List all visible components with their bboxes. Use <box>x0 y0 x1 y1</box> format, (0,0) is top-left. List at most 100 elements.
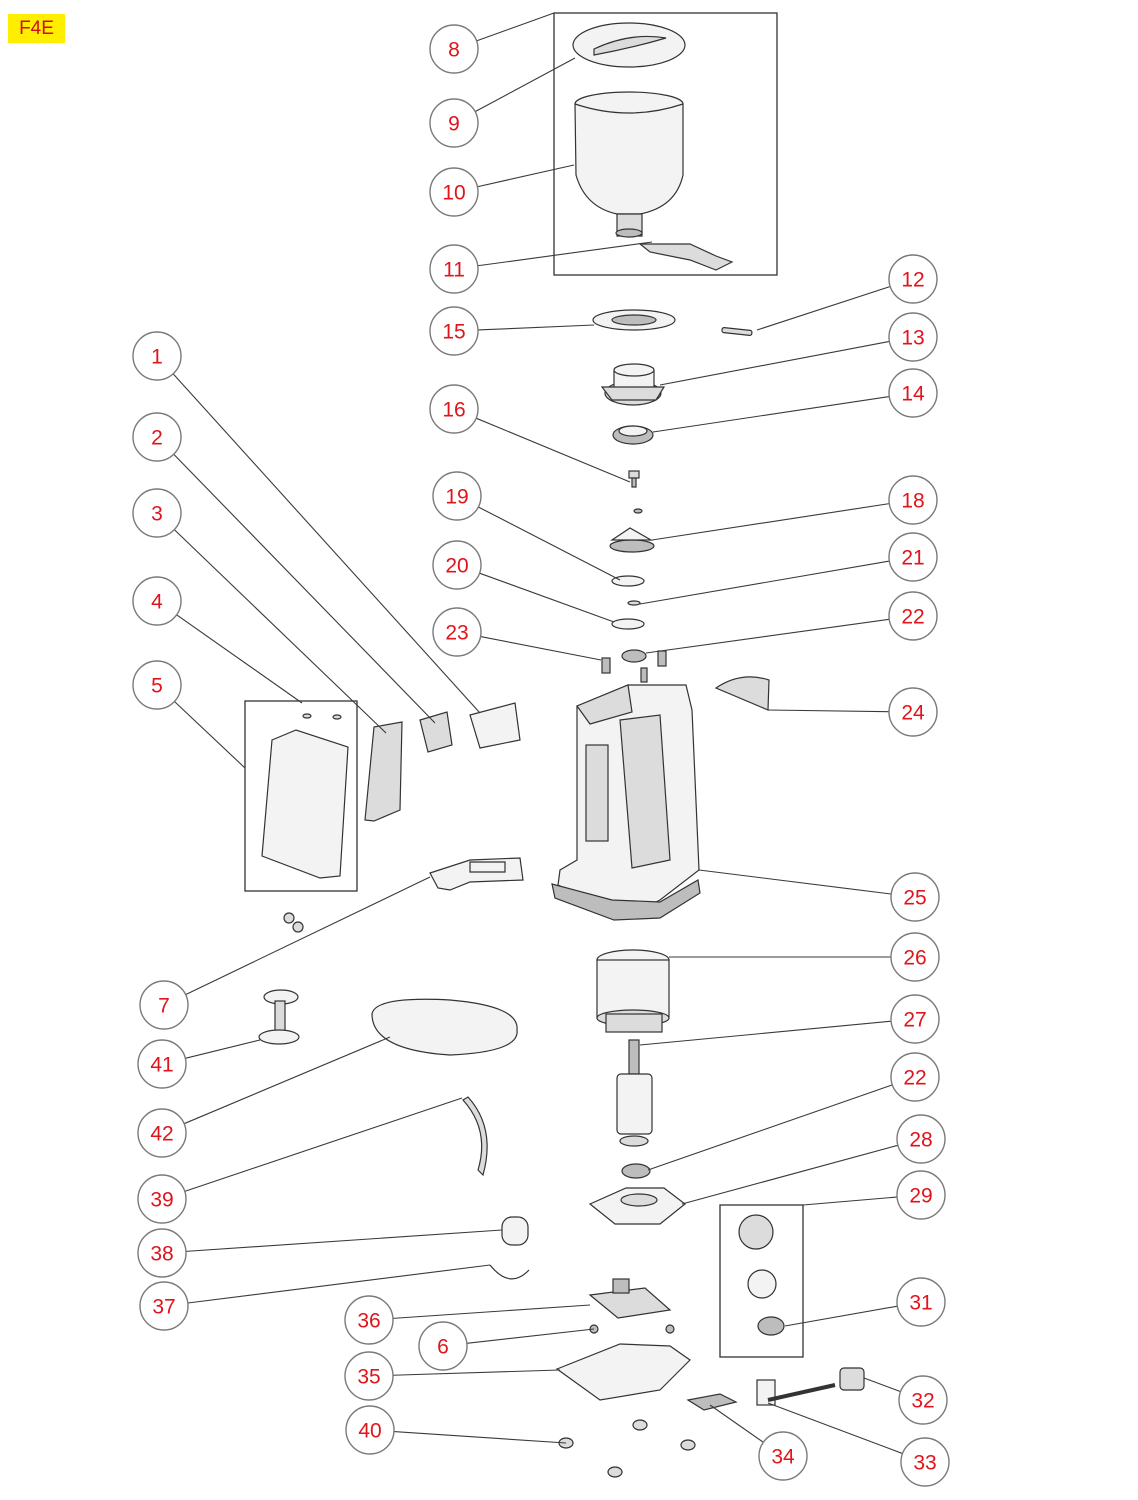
callout-circle <box>888 591 938 641</box>
callout-28: 28 <box>896 1114 946 1164</box>
callout-circle <box>139 980 189 1030</box>
adjustment-ring-part <box>600 363 666 406</box>
hopper-assembly-frame <box>553 12 778 276</box>
callout-circle <box>137 1039 187 1089</box>
bearing-and-springs-part <box>601 649 667 683</box>
leader-line-31 <box>784 1305 898 1327</box>
callout-35: 35 <box>344 1351 394 1401</box>
cable-part <box>462 1096 488 1177</box>
leader-line-8 <box>476 12 555 42</box>
callout-number: 36 <box>357 1310 380 1333</box>
callout-12: 12 <box>888 254 938 304</box>
callout-number: 6 <box>437 1336 449 1359</box>
pin-part <box>721 327 753 336</box>
leader-line-16 <box>475 417 631 483</box>
capacitor-bracket-part <box>489 1264 530 1280</box>
leader-line-23 <box>480 636 602 661</box>
callout-circle <box>137 1108 187 1158</box>
leader-lines <box>172 12 903 1455</box>
callout-circle <box>896 1114 946 1164</box>
callout-number: 1 <box>151 346 163 369</box>
callout-number: 29 <box>909 1185 932 1208</box>
callout-number: 22 <box>901 606 924 629</box>
callout-circle <box>890 872 940 922</box>
callout-22a: 22 <box>888 591 938 641</box>
callout-19: 19 <box>432 471 482 521</box>
hopper-lid-part <box>572 22 686 68</box>
callout-circle <box>429 167 479 217</box>
leader-line-25 <box>698 869 892 895</box>
callout-circle <box>888 312 938 362</box>
leader-line-22a <box>645 618 890 654</box>
callout-25: 25 <box>890 872 940 922</box>
callout-13: 13 <box>888 312 938 362</box>
leader-line-28 <box>681 1144 898 1205</box>
callout-number: 37 <box>152 1296 175 1319</box>
callout-number: 20 <box>445 555 468 578</box>
terminal-block-part <box>686 1393 738 1411</box>
callout-circle <box>432 607 482 657</box>
callout-22b: 22 <box>890 1052 940 1102</box>
callout-number: 35 <box>357 1366 380 1389</box>
callout-6: 6 <box>418 1321 468 1371</box>
leader-line-10 <box>477 164 575 188</box>
callout-number: 33 <box>913 1452 936 1475</box>
leader-line-42 <box>183 1036 391 1125</box>
capacitor-part <box>501 1216 529 1246</box>
callout-3: 3 <box>132 488 182 538</box>
callout-number: 10 <box>442 182 465 205</box>
callout-number: 13 <box>901 327 924 350</box>
callout-number: 42 <box>150 1123 173 1146</box>
callout-circle <box>344 1351 394 1401</box>
callout-circle <box>137 1228 187 1278</box>
callout-31: 31 <box>896 1277 946 1327</box>
leader-line-19 <box>478 506 621 581</box>
screw-part <box>628 470 643 514</box>
hopper-slide-gate-part <box>638 243 734 271</box>
callout-number: 2 <box>151 427 163 450</box>
switch-parts <box>738 1214 785 1336</box>
callout-number: 24 <box>901 702 925 725</box>
callout-number: 27 <box>903 1009 926 1032</box>
callout-number: 11 <box>443 259 465 282</box>
callout-circle <box>888 368 938 418</box>
hopper-collar-part <box>592 309 676 331</box>
leader-line-18 <box>651 503 890 541</box>
callout-circle <box>429 98 479 148</box>
motor-base-part <box>588 1187 686 1225</box>
callout-5: 5 <box>132 660 182 710</box>
leader-line-6 <box>466 1328 595 1344</box>
callout-1: 1 <box>132 331 182 381</box>
callout-14: 14 <box>888 368 938 418</box>
callout-10: 10 <box>429 167 479 217</box>
callout-circle <box>432 471 482 521</box>
fork-support-part <box>429 857 524 891</box>
leader-line-33 <box>767 1402 903 1455</box>
guard-plate-part <box>469 702 521 749</box>
callout-circle <box>132 412 182 462</box>
callout-circle <box>132 488 182 538</box>
callout-27: 27 <box>890 994 940 1044</box>
washers-part <box>611 575 645 630</box>
control-board-part <box>588 1278 672 1319</box>
leader-line-1 <box>172 373 481 714</box>
callout-number: 41 <box>150 1054 173 1077</box>
callout-18: 18 <box>888 475 938 525</box>
callout-circle <box>900 1437 950 1487</box>
leader-line-11 <box>477 241 653 267</box>
lower-bearing-part <box>621 1163 651 1179</box>
callout-9: 9 <box>429 98 479 148</box>
callout-circle <box>890 1052 940 1102</box>
upper-burr-part <box>612 425 654 445</box>
leader-line-9 <box>474 57 576 113</box>
model-label-badge: F4E <box>8 14 65 43</box>
callout-circle <box>137 1174 187 1224</box>
callout-number: 19 <box>445 486 468 509</box>
callout-number: 18 <box>901 490 924 513</box>
leader-line-20 <box>479 572 615 623</box>
callout-32: 32 <box>898 1375 948 1425</box>
callout-37: 37 <box>139 1281 189 1331</box>
screws-pair-part <box>283 912 304 933</box>
callout-circle <box>344 1295 394 1345</box>
